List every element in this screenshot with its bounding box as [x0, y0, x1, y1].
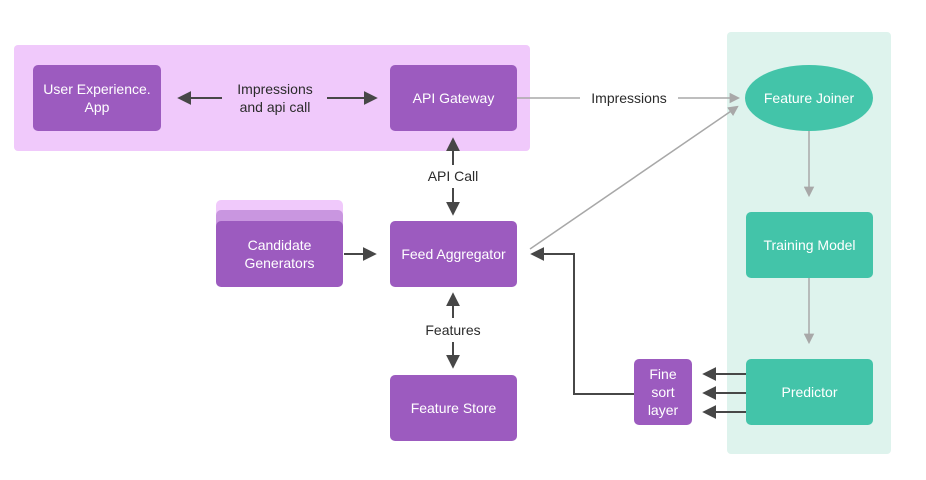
fine-sort-node[interactable]: Fine sort layer	[634, 359, 692, 425]
feature-joiner-shape	[745, 65, 873, 131]
candidate-generators-label: Candidate Generators	[244, 237, 315, 271]
edge-aggregator-to-joiner	[529, 105, 739, 250]
feed-aggregator-label: Feed Aggregator	[401, 246, 506, 262]
edge-label-impressions-api: Impressions and api call	[237, 81, 313, 115]
feature-joiner-node[interactable]: Feature Joiner	[745, 65, 873, 131]
candidate-generators-node[interactable]: Candidate Generators	[216, 221, 343, 287]
edge-label-impressions: Impressions	[591, 90, 667, 106]
edge-label-api-call: API Call	[427, 168, 479, 184]
predictor-node[interactable]: Predictor	[746, 359, 873, 425]
feature-joiner-label: Feature Joiner	[763, 90, 855, 106]
feature-store-node[interactable]: Feature Store	[390, 375, 517, 441]
edge-label-features: Features	[425, 322, 481, 338]
fine-sort-label: Fine sort layer	[647, 366, 679, 418]
user-app-node[interactable]: User Experience. App	[33, 65, 161, 131]
api-gateway-node[interactable]: API Gateway	[390, 65, 517, 131]
training-model-node[interactable]: Training Model	[746, 212, 873, 278]
feature-store-label: Feature Store	[410, 400, 497, 416]
predictor-label: Predictor	[781, 384, 838, 400]
api-gateway-label: API Gateway	[412, 90, 495, 106]
feed-aggregator-node[interactable]: Feed Aggregator	[390, 221, 517, 287]
edge-finesort-to-aggregator	[530, 247, 634, 395]
training-model-label: Training Model	[763, 237, 856, 253]
user-app-label: User Experience. App	[43, 81, 151, 115]
